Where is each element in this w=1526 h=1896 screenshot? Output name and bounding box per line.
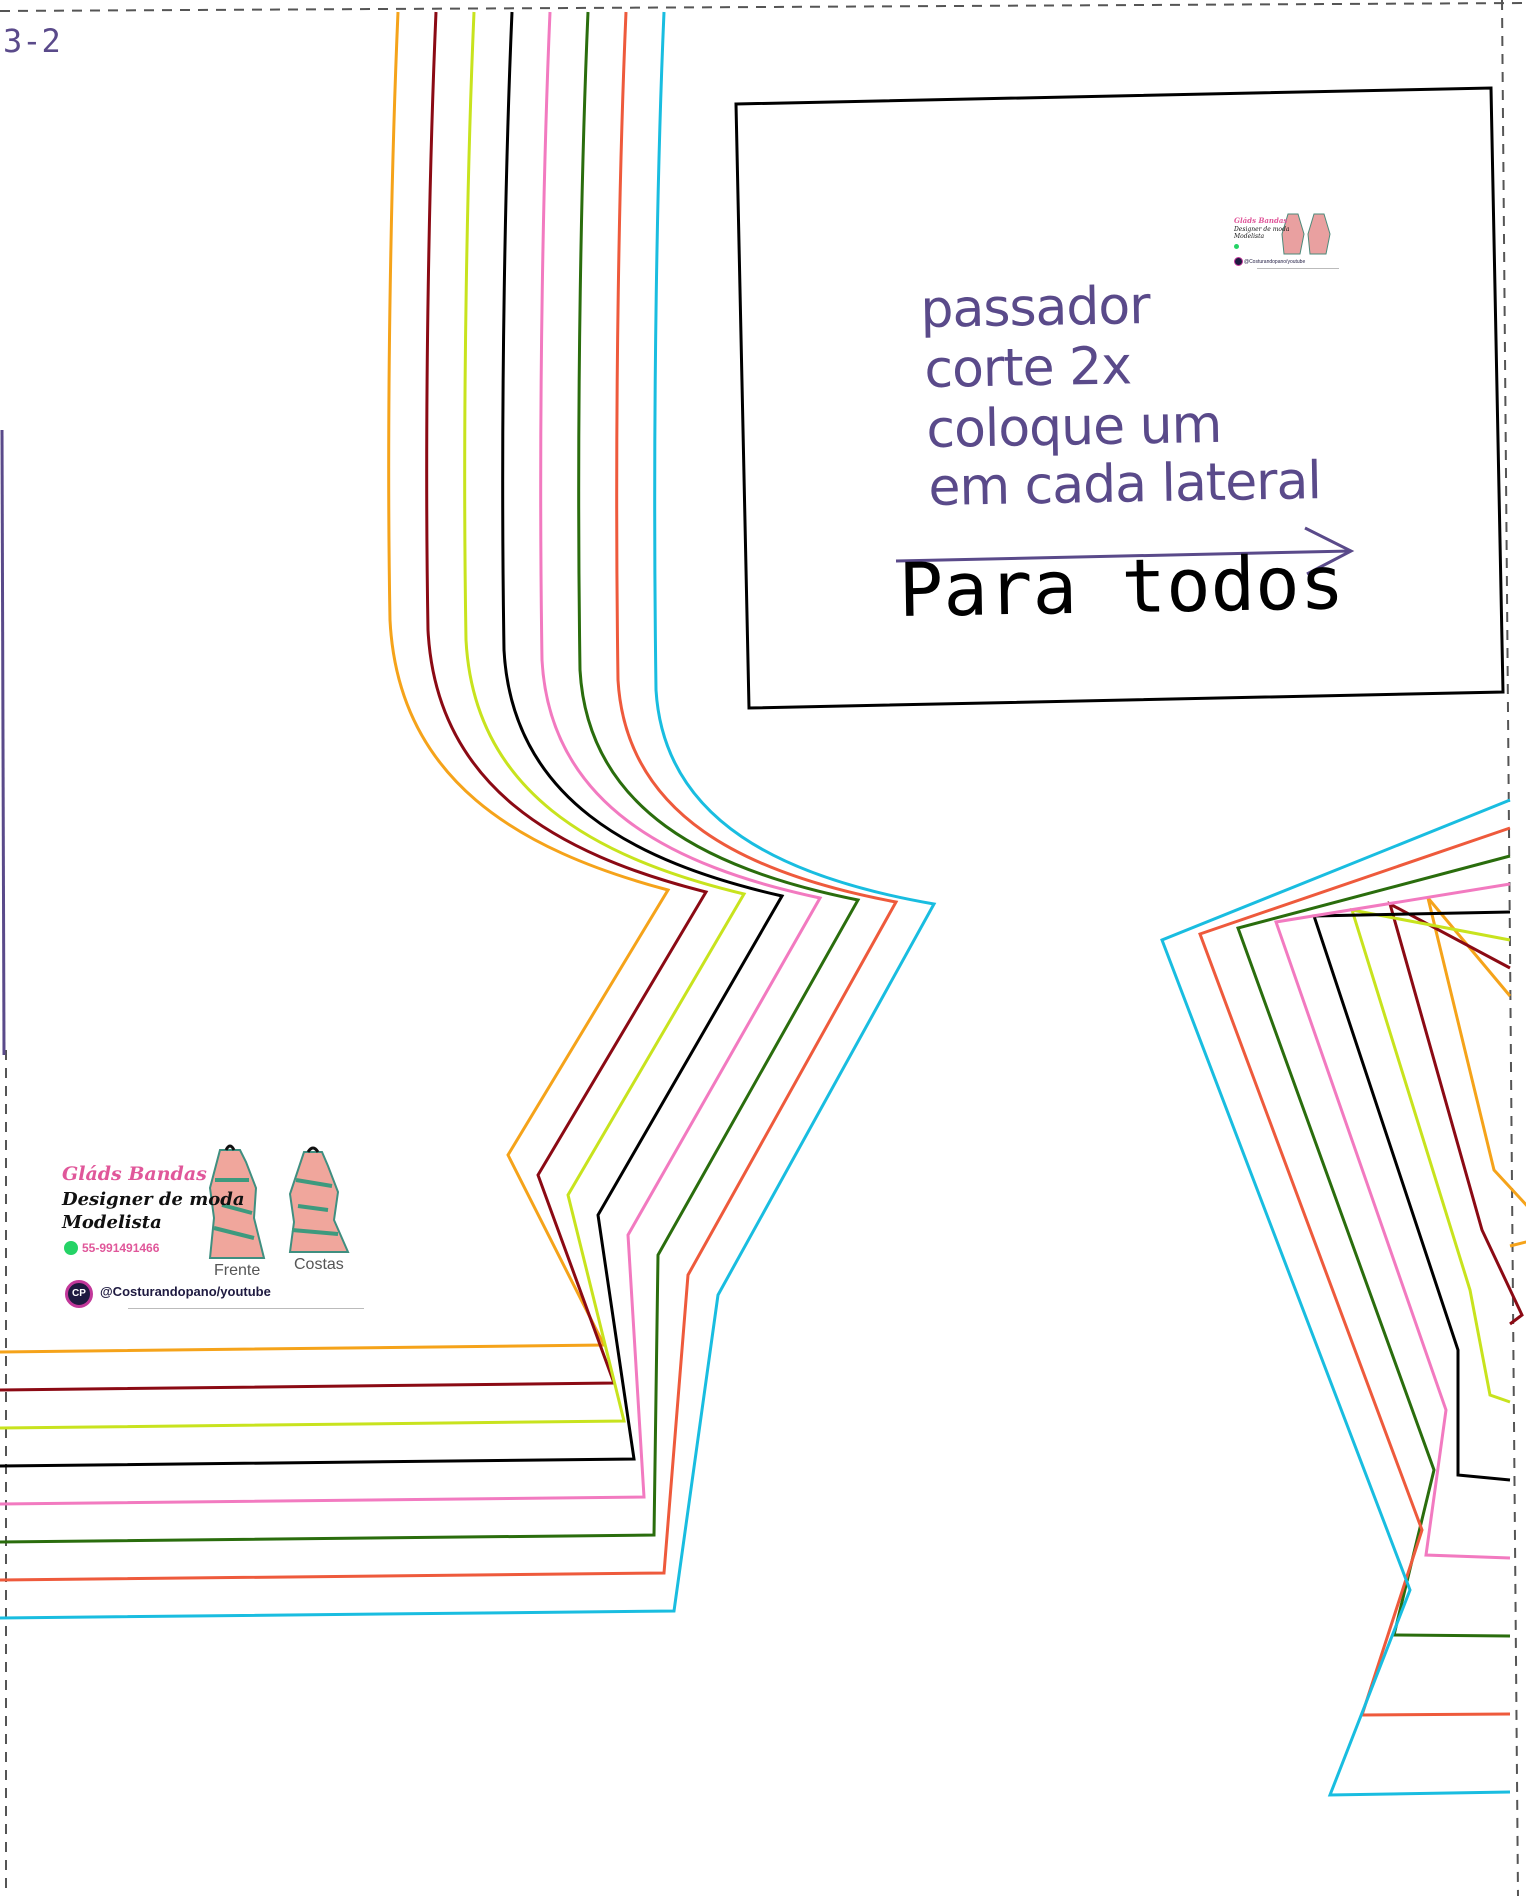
brand-social: @Costurandopano/youtube bbox=[100, 1284, 271, 1299]
fold-line-left bbox=[0, 429, 6, 1056]
brand-role-1: Designer de moda bbox=[62, 1189, 245, 1210]
size-line-right-5 bbox=[1273, 882, 1511, 1560]
dress-back-image bbox=[288, 1146, 350, 1253]
note-box-frame bbox=[734, 86, 1505, 710]
mini-brand-social: @Costurandopano/youtube bbox=[1244, 259, 1306, 265]
instagram-icon: CP bbox=[65, 1280, 93, 1308]
cut-line-top bbox=[0, 2, 1526, 12]
size-line-right-6 bbox=[1236, 854, 1511, 1638]
page-code: 3-2 bbox=[3, 22, 61, 60]
caption-front: Frente bbox=[214, 1262, 261, 1279]
cut-line-right bbox=[1501, 0, 1519, 1896]
size-line-left-7 bbox=[0, 11, 899, 1582]
dress-front-image bbox=[208, 1144, 266, 1259]
size-line-right-4 bbox=[1311, 910, 1511, 1482]
whatsapp-icon bbox=[64, 1241, 78, 1255]
brand-phone: 55-991491466 bbox=[82, 1241, 160, 1255]
brand-name: Gláds Bandas bbox=[62, 1163, 207, 1185]
mini-brand-name: Gláds Bandas bbox=[1234, 216, 1288, 225]
size-line-left-2 bbox=[0, 11, 709, 1392]
size-line-right-3 bbox=[1349, 908, 1511, 1404]
size-lines bbox=[0, 11, 1526, 1797]
mini-whatsapp-icon bbox=[1234, 244, 1239, 249]
size-line-left-1 bbox=[0, 11, 671, 1354]
size-line-right-7 bbox=[1198, 826, 1511, 1717]
caption-back: Costas bbox=[294, 1256, 344, 1273]
size-line-left-6 bbox=[0, 11, 861, 1544]
mini-dress-images bbox=[1281, 213, 1331, 255]
arrow-right-icon bbox=[895, 526, 1355, 576]
size-line-right-8 bbox=[1160, 798, 1511, 1797]
size-line-right-2 bbox=[1387, 901, 1524, 1326]
mini-instagram-icon bbox=[1234, 257, 1243, 266]
size-line-left-5 bbox=[0, 11, 823, 1506]
size-line-left-4 bbox=[0, 11, 785, 1468]
size-line-left-8 bbox=[0, 11, 937, 1620]
brand-divider bbox=[128, 1308, 364, 1309]
mini-divider bbox=[1257, 268, 1339, 269]
brand-role-2: Modelista bbox=[62, 1212, 162, 1233]
size-line-left-3 bbox=[0, 11, 747, 1430]
